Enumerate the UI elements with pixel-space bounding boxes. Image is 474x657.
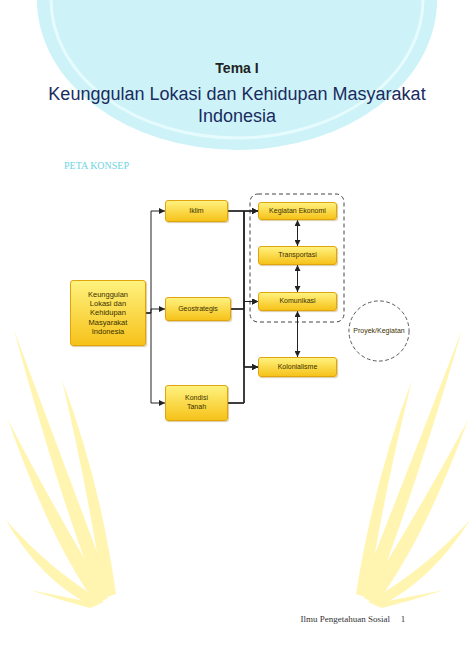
node-text: Iklim (189, 207, 203, 216)
node-text: Komunikasi (279, 297, 315, 306)
footer-subject: Ilmu Pengetahuan Sosial (270, 614, 390, 624)
node-text: Keunggulan Lokasi dan Kehidupan Masyarak… (81, 290, 135, 337)
connector-arrow (228, 367, 258, 403)
concept-box: Iklim (165, 200, 228, 222)
connector-arrow (146, 313, 165, 403)
concept-box: Geostrategis (165, 297, 231, 321)
ray (62, 380, 116, 598)
connector-arrow (228, 211, 258, 302)
node-text: Kondisi Tanah (179, 394, 215, 412)
concept-box: Kegiatan Ekonomi (258, 202, 337, 220)
group-bracket (250, 194, 344, 322)
ray (30, 590, 100, 608)
theme-number: Tema I (0, 60, 474, 76)
connector-arrow (228, 211, 258, 403)
ray-group-left (6, 330, 116, 608)
connector-arrow (297, 311, 298, 357)
connector-arrow (228, 211, 258, 367)
section-heading: PETA KONSEP (64, 160, 204, 171)
node-text: Kolonialisme (278, 363, 318, 372)
page-number: 1 (396, 614, 410, 624)
activity-circle: Proyek/Kegiatan (348, 300, 410, 362)
circle-outline (349, 301, 409, 361)
node-text: Proyek/Kegiatan (353, 327, 404, 336)
connector-arrow (297, 265, 298, 292)
ray (6, 520, 104, 606)
connector-arrow (146, 211, 165, 313)
concept-box: Keunggulan Lokasi dan Kehidupan Masyarak… (70, 280, 146, 346)
ray (356, 380, 412, 598)
concept-box: Kondisi Tanah (165, 385, 228, 421)
connector-arrow (228, 302, 258, 404)
page-title: Keunggulan Lokasi dan Kehidupan Masyarak… (27, 84, 447, 127)
concept-box: Komunikasi (258, 292, 337, 311)
concept-box: Transportasi (258, 246, 337, 265)
ray (372, 590, 444, 608)
node-text: Geostrategis (178, 305, 218, 314)
ray-group-right (356, 330, 470, 608)
node-text: Transportasi (278, 251, 317, 260)
node-text: Kegiatan Ekonomi (269, 207, 326, 216)
connector-arrow (297, 220, 298, 246)
connector-arrow (146, 309, 165, 313)
concept-box: Kolonialisme (258, 357, 337, 377)
ray (368, 520, 470, 606)
